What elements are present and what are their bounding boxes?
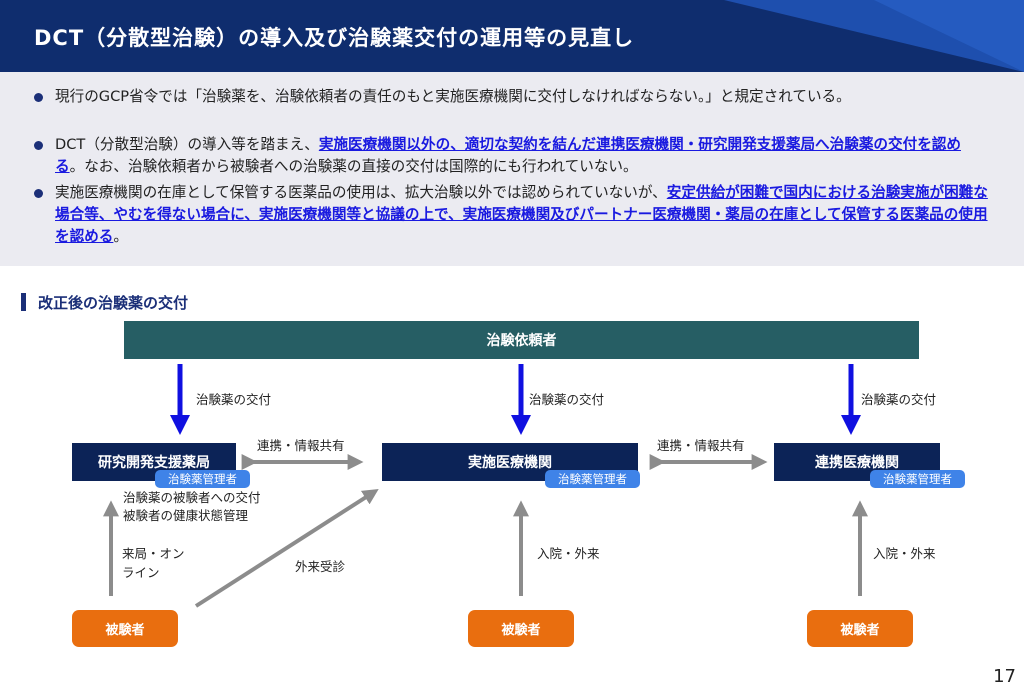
cooperation-label-left: 連携・情報共有 (257, 438, 345, 453)
outpatient-label: 外来受診 (295, 559, 346, 574)
bullet-dot-icon (34, 189, 43, 198)
bullet-text: 現行のGCP省令では「治験薬を、治験依頼者の責任のもと実施医療機関に交付しなけれ… (55, 88, 851, 105)
page-number: 17 (993, 666, 1016, 687)
pharmacy-note-health: 被験者の健康状態管理 (123, 508, 249, 523)
bullet-text-post: 。 (113, 228, 128, 245)
bullet-highlight: 安定供給が困難で国内における治験実施が困難な場合等、やむを得ない場合に、実施医療… (55, 184, 988, 245)
bullet-dot-icon (34, 93, 43, 102)
intro-bullet: 実施医療機関の在庫として保管する医薬品の使用は、拡大治験以外では認められていない… (34, 182, 990, 248)
pharmacy-manager-badge: 治験薬管理者 (155, 470, 250, 488)
site-visit-label: 入院・外来 (537, 546, 600, 561)
subject-box-partner: 被験者 (807, 610, 913, 647)
partner-manager-badge: 治験薬管理者 (870, 470, 965, 488)
visit-label-line1: 来局・オン (122, 546, 185, 561)
subject-box-site: 被験者 (468, 610, 574, 647)
site-box: 実施医療機関 (382, 443, 638, 481)
section-title: 改正後の治験薬の交付 (38, 294, 189, 312)
intro-panel: 現行のGCP省令では「治験薬を、治験依頼者の責任のもと実施医療機関に交付しなけれ… (0, 72, 1024, 266)
delivery-label-partner: 治験薬の交付 (861, 392, 937, 407)
partner-visit-label: 入院・外来 (873, 546, 936, 561)
page-title: DCT（分散型治験）の導入及び治験薬交付の運用等の見直し (34, 26, 635, 50)
section-marker (21, 293, 26, 311)
delivery-label-site: 治験薬の交付 (529, 392, 605, 407)
bullet-text-pre: DCT（分散型治験）の導入等を踏まえ、 (55, 136, 319, 153)
sponsor-box: 治験依頼者 (124, 321, 919, 359)
intro-bullet: 現行のGCP省令では「治験薬を、治験依頼者の責任のもと実施医療機関に交付しなけれ… (34, 86, 990, 108)
bullet-dot-icon (34, 141, 43, 150)
pharmacy-note-delivery: 治験薬の被験者への交付 (123, 490, 261, 505)
delivery-label-pharmacy: 治験薬の交付 (196, 392, 272, 407)
bullet-text: DCT（分散型治験）の導入等を踏まえ、実施医療機関以外の、適切な契約を結んだ連携… (40, 134, 990, 178)
cooperation-label-right: 連携・情報共有 (657, 438, 745, 453)
site-manager-badge: 治験薬管理者 (545, 470, 640, 488)
bullet-text: 実施医療機関の在庫として保管する医薬品の使用は、拡大治験以外では認められていない… (40, 182, 990, 248)
bullet-text-post: 。なお、治験依頼者から被験者への治験薬の直接の交付は国際的にも行われていない。 (69, 158, 638, 175)
subject-box-pharmacy: 被験者 (72, 610, 178, 647)
visit-label-line2: ライン (122, 565, 160, 580)
title-banner: DCT（分散型治験）の導入及び治験薬交付の運用等の見直し (0, 0, 1024, 72)
bullet-highlight: 実施医療機関以外の、適切な契約を結んだ連携医療機関・研究開発支援薬局へ治験薬の交… (55, 136, 961, 175)
intro-bullet: DCT（分散型治験）の導入等を踏まえ、実施医療機関以外の、適切な契約を結んだ連携… (34, 134, 990, 178)
banner-accent-light (874, 0, 1024, 72)
bullet-text-pre: 実施医療機関の在庫として保管する医薬品の使用は、拡大治験以外では認められていない… (55, 184, 667, 201)
